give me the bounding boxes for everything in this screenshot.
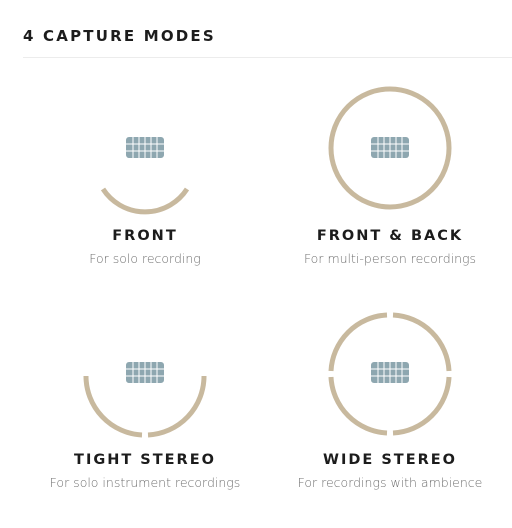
mode-title: FRONT — [112, 228, 178, 244]
mode-title: FRONT & BACK — [316, 228, 464, 244]
front-back-pickup-circle-icon — [328, 86, 452, 210]
front-pickup-arc-icon — [100, 137, 190, 215]
mode-title: TIGHT STEREO — [74, 452, 216, 468]
mode-title: WIDE STEREO — [322, 452, 457, 468]
mode-description: For solo instrument recordings — [49, 475, 241, 490]
mode-description: For multi-person recordings — [303, 251, 477, 266]
mode-front-back: FRONT & BACK For multi-person recordings — [270, 80, 510, 280]
microphone-grid-icon — [126, 362, 164, 383]
section-title: 4 CAPTURE MODES — [23, 27, 216, 45]
mode-description: For solo recording — [89, 251, 201, 266]
wide-stereo-pickup-icon — [328, 312, 452, 436]
microphone-grid-icon — [371, 137, 409, 158]
divider — [23, 57, 512, 58]
tight-stereo-pickup-icon — [83, 362, 207, 438]
microphone-grid-icon — [126, 137, 164, 158]
mode-front: FRONT For solo recording — [25, 80, 265, 280]
mode-wide-stereo: WIDE STEREO For recordings with ambience — [270, 303, 510, 503]
mode-description: For recordings with ambience — [297, 475, 483, 490]
microphone-grid-icon — [371, 362, 409, 383]
mode-tight-stereo: TIGHT STEREO For solo instrument recordi… — [25, 303, 265, 503]
